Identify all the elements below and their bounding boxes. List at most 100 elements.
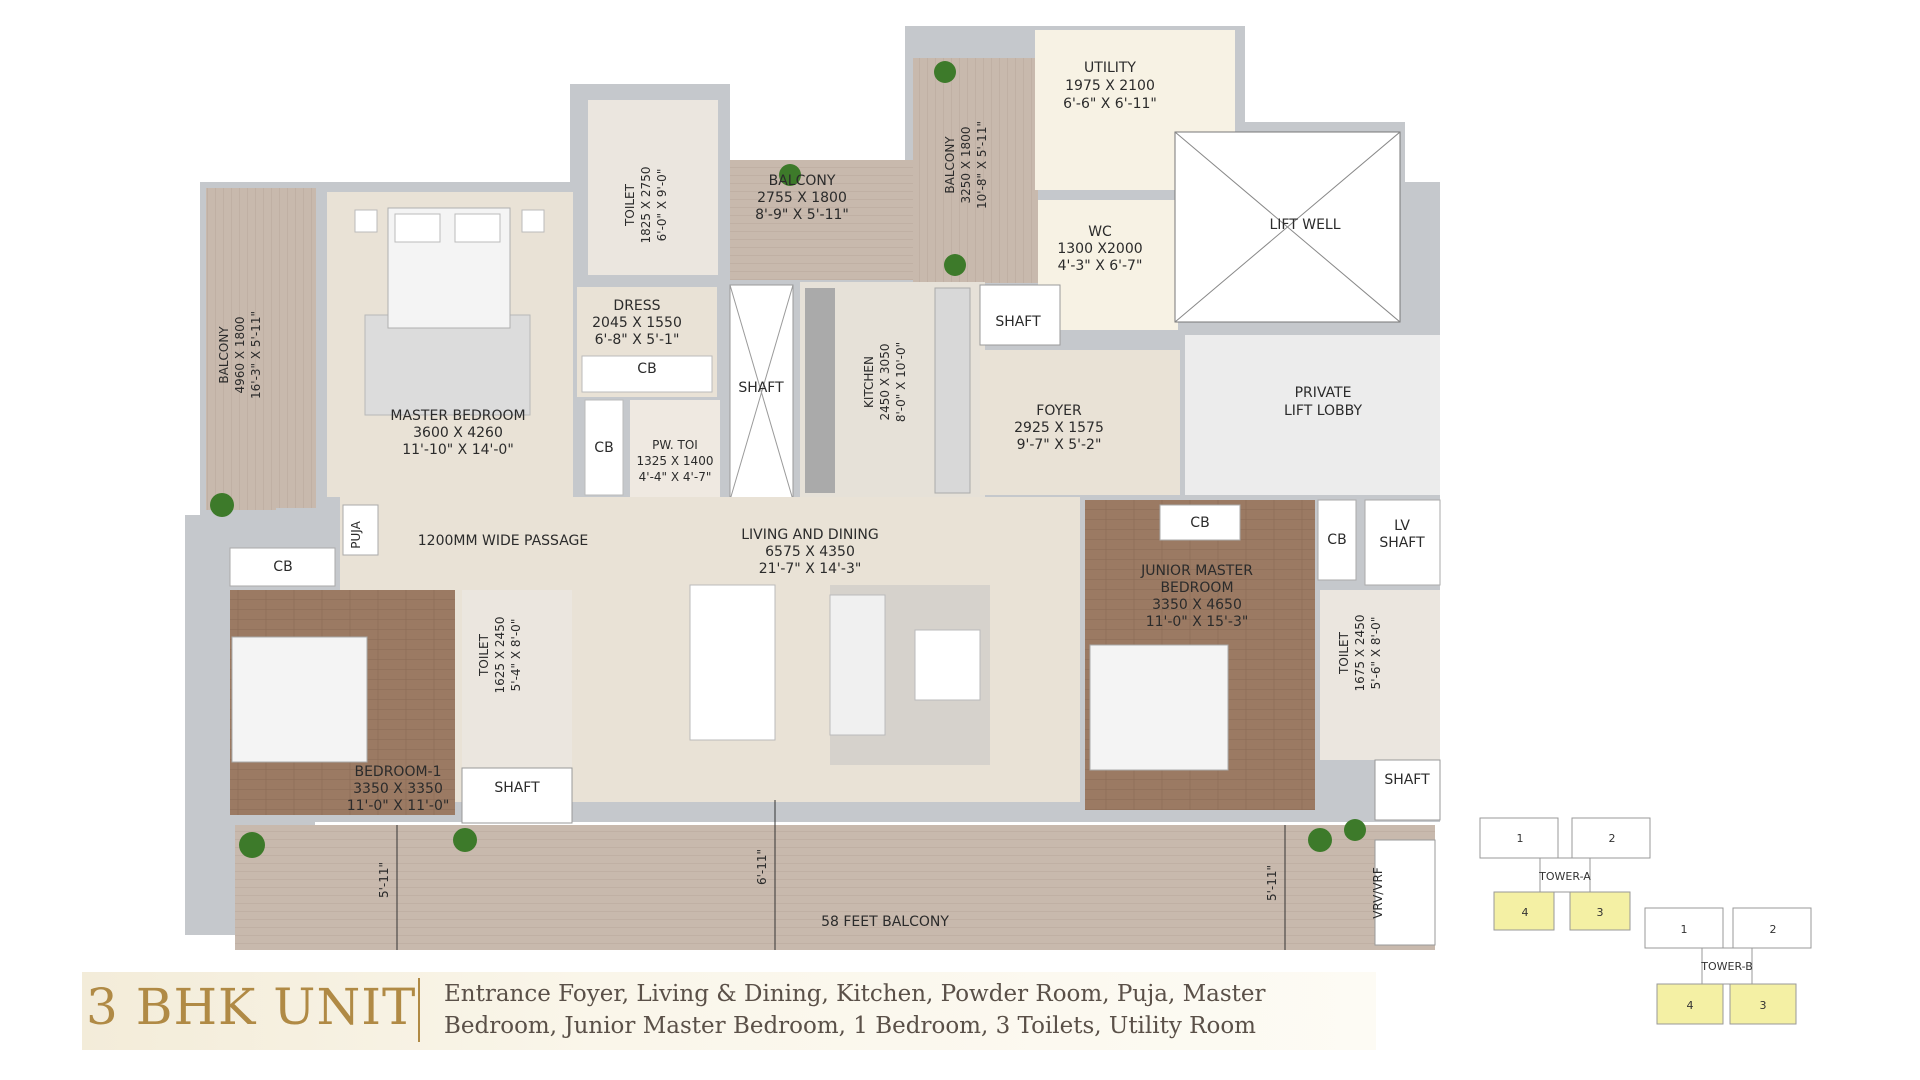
svg-text:TOILET: TOILET bbox=[477, 633, 491, 677]
junior-master-bed bbox=[1089, 644, 1229, 771]
vrv-vrf-box bbox=[1374, 839, 1436, 946]
footer-divider bbox=[418, 978, 420, 1042]
svg-text:4: 4 bbox=[1687, 999, 1694, 1012]
room-lift-well: LIFT WELL bbox=[1269, 217, 1340, 233]
toilet-junior-floor bbox=[1320, 590, 1440, 760]
balcony-top-right bbox=[913, 58, 1038, 283]
room-living-dining: LIVING AND DINING 6575 X 4350 21'-7" X 1… bbox=[741, 527, 879, 577]
key-unit-a3 bbox=[1569, 891, 1631, 931]
toilet-master-floor bbox=[588, 100, 718, 275]
svg-text:1: 1 bbox=[1681, 923, 1688, 936]
svg-text:6'-8" X 5'-1": 6'-8" X 5'-1" bbox=[595, 332, 680, 348]
svg-text:1825 X 2750: 1825 X 2750 bbox=[639, 167, 653, 244]
room-bedroom1: BEDROOM-1 3350 X 3350 11'-0" X 11'-0" bbox=[347, 764, 450, 814]
svg-text:BALCONY: BALCONY bbox=[769, 173, 836, 189]
room-dress: DRESS 2045 X 1550 6'-8" X 5'-1" bbox=[592, 298, 682, 348]
private-lift-lobby bbox=[1185, 335, 1440, 495]
sofa bbox=[829, 594, 886, 736]
svg-text:BALCONY: BALCONY bbox=[217, 326, 231, 384]
label-dress-cb: CB bbox=[637, 361, 656, 377]
svg-text:11'-0" X 11'-0": 11'-0" X 11'-0" bbox=[347, 798, 450, 814]
svg-text:SHAFT: SHAFT bbox=[1379, 535, 1425, 551]
coffee-table bbox=[914, 629, 981, 701]
svg-text:6'-6" X 6'-11": 6'-6" X 6'-11" bbox=[1063, 96, 1157, 112]
key-plan-tower-a: 1 2 4 3 TOWER-A bbox=[1479, 817, 1651, 931]
svg-text:PW. TOI: PW. TOI bbox=[652, 438, 698, 452]
svg-text:2: 2 bbox=[1770, 923, 1777, 936]
toilet-bed1-floor bbox=[462, 590, 572, 785]
dim-left: 5'-11" bbox=[377, 862, 391, 898]
label-vrv: VRV/VRF bbox=[1371, 867, 1385, 919]
svg-text:16'-3" X 5'-11": 16'-3" X 5'-11" bbox=[249, 311, 263, 399]
svg-text:2755 X 1800: 2755 X 1800 bbox=[757, 190, 847, 206]
room-private-lift-lobby: PRIVATE LIFT LOBBY bbox=[1284, 385, 1363, 419]
cb-left-storage bbox=[584, 399, 624, 496]
room-balcony-left: BALCONY 4960 X 1800 16'-3" X 5'-11" bbox=[217, 311, 263, 399]
svg-text:3: 3 bbox=[1597, 906, 1604, 919]
svg-text:11'-10" X 14'-0": 11'-10" X 14'-0" bbox=[402, 442, 514, 458]
unit-description: Entrance Foyer, Living & Dining, Kitchen… bbox=[444, 981, 1266, 1039]
svg-text:10'-8" X 5'-11": 10'-8" X 5'-11" bbox=[975, 121, 989, 209]
svg-text:4960 X 1800: 4960 X 1800 bbox=[233, 317, 247, 394]
label-shaft-small: SHAFT bbox=[995, 314, 1041, 330]
kitchen-counter-right bbox=[934, 287, 971, 494]
room-toilet-master: TOILET 1825 X 2750 6'-0" X 9'-0" bbox=[623, 167, 669, 244]
room-wc: WC 1300 X2000 4'-3" X 6'-7" bbox=[1057, 224, 1142, 274]
svg-text:TOWER-A: TOWER-A bbox=[1538, 870, 1591, 883]
room-kitchen: KITCHEN 2450 X 3050 8'-0" X 10'-0" bbox=[862, 342, 908, 422]
lv-shaft bbox=[1364, 499, 1441, 586]
room-balcony-kitchen: BALCONY 2755 X 1800 8'-9" X 5'-11" bbox=[755, 173, 849, 223]
svg-text:WC: WC bbox=[1088, 224, 1112, 240]
svg-text:21'-7" X 14'-3": 21'-7" X 14'-3" bbox=[759, 561, 862, 577]
svg-text:TOILET: TOILET bbox=[1337, 631, 1351, 675]
svg-text:3250 X 1800: 3250 X 1800 bbox=[959, 127, 973, 204]
svg-text:KITCHEN: KITCHEN bbox=[862, 356, 876, 408]
svg-text:8'-9" X 5'-11": 8'-9" X 5'-11" bbox=[755, 207, 849, 223]
plants bbox=[210, 61, 1366, 858]
room-foyer: FOYER 2925 X 1575 9'-7" X 5'-2" bbox=[1014, 403, 1104, 453]
svg-text:6575 X 4350: 6575 X 4350 bbox=[765, 544, 855, 560]
label-shaft-bed1: SHAFT bbox=[494, 780, 540, 796]
label-shaft-junior: SHAFT bbox=[1384, 772, 1430, 788]
svg-text:5'-6" X 8'-0": 5'-6" X 8'-0" bbox=[1369, 617, 1383, 690]
svg-text:11'-0" X 15'-3": 11'-0" X 15'-3" bbox=[1146, 614, 1249, 630]
svg-text:MASTER BEDROOM: MASTER BEDROOM bbox=[390, 408, 525, 424]
svg-text:PRIVATE: PRIVATE bbox=[1295, 385, 1352, 401]
bedroom1-bed bbox=[231, 636, 368, 763]
room-balcony-top-right: BALCONY 3250 X 1800 10'-8" X 5'-11" bbox=[943, 121, 989, 209]
svg-text:6'-0" X 9'-0": 6'-0" X 9'-0" bbox=[655, 169, 669, 242]
room-utility: UTILITY 1975 X 2100 6'-6" X 6'-11" bbox=[1063, 60, 1157, 112]
cb-junior-right bbox=[1317, 499, 1357, 581]
key-plan-tower-b: 1 2 4 3 TOWER-B bbox=[1644, 907, 1812, 1025]
unit-footer: 3 BHK UNIT Entrance Foyer, Living & Dini… bbox=[82, 972, 1376, 1050]
svg-text:JUNIOR MASTER: JUNIOR MASTER bbox=[1140, 563, 1253, 579]
svg-text:BEDROOM: BEDROOM bbox=[1160, 580, 1233, 596]
master-bed bbox=[354, 207, 545, 416]
label-cb-bedroom1: CB bbox=[273, 559, 292, 575]
shaft-small bbox=[979, 284, 1061, 346]
balcony-58 bbox=[235, 825, 1435, 950]
svg-text:FOYER: FOYER bbox=[1036, 403, 1082, 419]
svg-text:8'-0" X 10'-0": 8'-0" X 10'-0" bbox=[894, 342, 908, 422]
room-master-bedroom: MASTER BEDROOM 3600 X 4260 11'-10" X 14'… bbox=[390, 408, 525, 458]
svg-text:LV: LV bbox=[1394, 518, 1410, 534]
label-passage: 1200MM WIDE PASSAGE bbox=[418, 533, 588, 549]
dim-right: 5'-11" bbox=[1265, 865, 1279, 901]
label-cb-left-storage: CB bbox=[594, 440, 613, 456]
room-toilet-junior: TOILET 1675 X 2450 5'-6" X 8'-0" bbox=[1337, 615, 1383, 692]
cb-junior bbox=[1159, 504, 1241, 541]
svg-text:5'-4" X 8'-0": 5'-4" X 8'-0" bbox=[509, 619, 523, 692]
svg-text:4: 4 bbox=[1522, 906, 1529, 919]
svg-text:3350 X 3350: 3350 X 3350 bbox=[353, 781, 443, 797]
label-puja: PUJA bbox=[349, 520, 363, 548]
svg-text:LIFT LOBBY: LIFT LOBBY bbox=[1284, 403, 1363, 419]
dress-cb bbox=[581, 355, 713, 393]
svg-text:TOILET: TOILET bbox=[623, 183, 637, 227]
room-balcony-58: 58 FEET BALCONY bbox=[821, 914, 949, 930]
svg-text:1325 X 1400: 1325 X 1400 bbox=[637, 454, 714, 468]
svg-text:4'-3" X 6'-7": 4'-3" X 6'-7" bbox=[1058, 258, 1143, 274]
label-cb-junior: CB bbox=[1190, 515, 1209, 531]
svg-text:BEDROOM-1: BEDROOM-1 bbox=[354, 764, 441, 780]
label-shaft-kitchen: SHAFT bbox=[738, 380, 784, 396]
